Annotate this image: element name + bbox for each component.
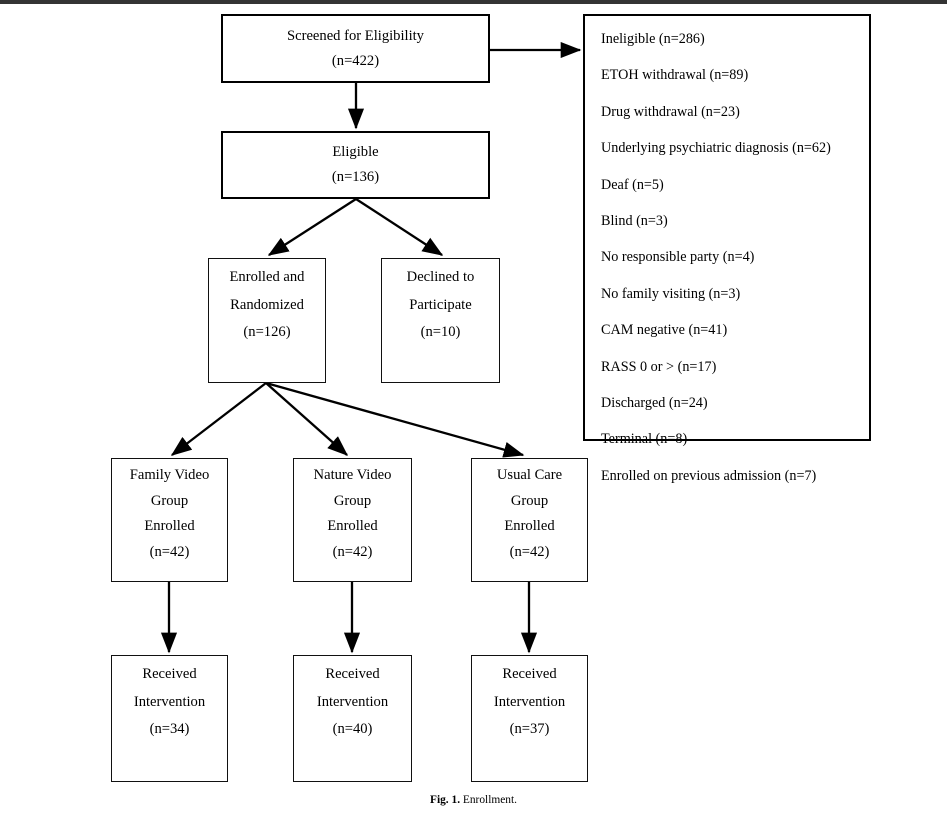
node-received-nature-line1: Received <box>325 666 380 682</box>
node-nature-line1: Nature Video <box>313 467 392 483</box>
node-eligible: Eligible (n=136) <box>221 131 490 199</box>
edge-eligible-to-declined <box>355 198 444 256</box>
node-nature-video-group: Nature Video Group Enrolled (n=42) <box>293 458 412 582</box>
node-enrolled-count: (n=126) <box>243 324 291 341</box>
node-received-intervention-usual: Received Intervention (n=37) <box>471 655 588 782</box>
node-family-line3: Enrolled <box>144 518 195 535</box>
node-enrolled-line2: Randomized <box>230 296 304 313</box>
node-received-family-line2: Intervention <box>133 693 206 710</box>
node-declined-count: (n=10) <box>420 324 461 341</box>
node-family-line1: Family Video <box>129 467 210 483</box>
node-declined-line2: Participate <box>409 296 472 313</box>
exclusion-item: Terminal (n=8) <box>601 431 688 448</box>
node-eligible-line1: Eligible <box>332 144 379 161</box>
node-family-line2: Group <box>150 492 189 509</box>
node-enrolled-and-randomized: Enrolled and Randomized (n=126) <box>208 258 326 383</box>
exclusion-item: No family visiting (n=3) <box>601 285 741 302</box>
node-declined-to-participate: Declined to Participate (n=10) <box>381 258 500 383</box>
edge-enrolled-to-family <box>170 382 267 456</box>
node-enrolled-line1: Enrolled and <box>229 269 305 285</box>
exclusion-item: Drug withdrawal (n=23) <box>601 103 740 120</box>
node-screened-count: (n=422) <box>331 52 380 69</box>
exclusion-item: Discharged (n=24) <box>601 394 708 411</box>
figure-caption-label: Fig. 1. <box>429 794 461 806</box>
page-top-rule <box>0 0 947 4</box>
node-received-intervention-nature: Received Intervention (n=40) <box>293 655 412 782</box>
node-eligible-count: (n=136) <box>331 169 380 185</box>
exclusion-reasons-panel: Ineligible (n=286) ETOH withdrawal (n=89… <box>583 14 871 483</box>
node-received-nature-count: (n=40) <box>332 721 373 738</box>
node-received-intervention-family: Received Intervention (n=34) <box>111 655 228 782</box>
node-usual-care-group: Usual Care Group Enrolled (n=42) <box>471 458 588 582</box>
exclusion-item: Underlying psychiatric diagnosis (n=62) <box>601 140 831 157</box>
node-received-usual-line1: Received <box>502 666 557 682</box>
node-received-nature-line2: Intervention <box>316 693 389 710</box>
figure-caption: Fig. 1. Enrollment. <box>0 794 947 807</box>
node-nature-count: (n=42) <box>332 543 373 560</box>
edge-eligible-to-enrolled <box>267 198 357 256</box>
node-family-count: (n=42) <box>149 543 190 560</box>
exclusion-item: Ineligible (n=286) <box>601 31 705 47</box>
node-received-family-count: (n=34) <box>149 721 190 738</box>
node-received-family-line1: Received <box>142 666 197 682</box>
exclusion-item: Blind (n=3) <box>601 212 668 229</box>
node-declined-line1: Declined to <box>406 269 475 285</box>
node-screened-line1: Screened for Eligibility <box>287 27 424 44</box>
exclusion-item: Enrolled on previous admission (n=7) <box>601 467 817 484</box>
node-nature-line3: Enrolled <box>327 518 378 535</box>
exclusion-item: RASS 0 or > (n=17) <box>601 358 717 375</box>
node-usual-count: (n=42) <box>509 543 550 560</box>
node-family-video-group: Family Video Group Enrolled (n=42) <box>111 458 228 582</box>
node-screened-for-eligibility: Screened for Eligibility (n=422) <box>221 14 490 83</box>
exclusion-item: No responsible party (n=4) <box>601 249 755 266</box>
node-usual-line3: Enrolled <box>504 518 555 535</box>
exclusion-item: CAM negative (n=41) <box>601 322 728 339</box>
node-usual-line2: Group <box>510 492 549 509</box>
exclusion-item: Deaf (n=5) <box>601 176 664 193</box>
exclusion-item: ETOH withdrawal (n=89) <box>601 67 749 84</box>
edge-enrolled-to-usual <box>265 381 525 458</box>
edge-enrolled-to-nature <box>265 382 349 456</box>
node-received-usual-line2: Intervention <box>493 693 566 710</box>
node-usual-line1: Usual Care <box>496 467 563 483</box>
node-nature-line2: Group <box>333 492 372 509</box>
node-received-usual-count: (n=37) <box>509 721 550 738</box>
figure-caption-text: Enrollment. <box>462 794 518 806</box>
